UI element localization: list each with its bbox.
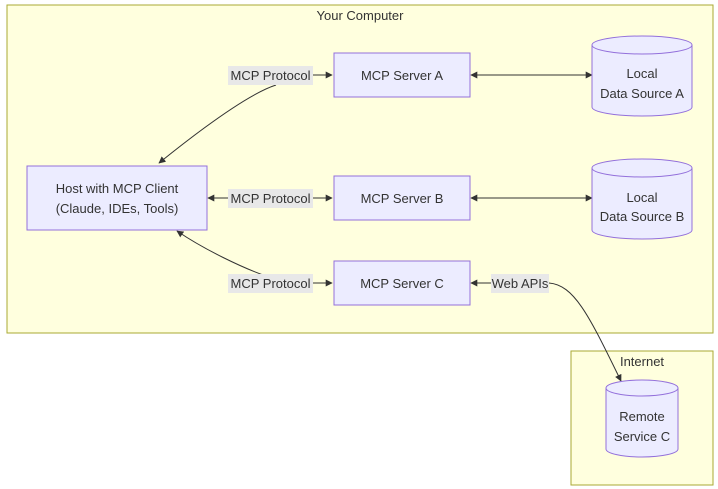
node-server-c[interactable]: MCP Server C: [333, 260, 471, 306]
node-source-a-line-1: Local: [626, 66, 657, 81]
your-computer-group-label: Your Computer: [317, 8, 405, 23]
edge-label-protocol-c: MCP Protocol: [228, 274, 313, 293]
node-source-a-line-2: Data Source A: [600, 86, 684, 101]
node-host-line-1: Host with MCP Client: [56, 181, 179, 196]
edge-web-apis-to-service-c: [548, 282, 622, 382]
node-server-b[interactable]: MCP Server B: [333, 175, 471, 221]
edge-label-protocol-b: MCP Protocol: [228, 189, 313, 208]
internet-group-label: Internet: [620, 354, 664, 369]
node-server-a-label: MCP Server A: [361, 68, 443, 83]
node-service-c[interactable]: Remote Service C: [605, 379, 679, 458]
node-source-a[interactable]: Local Data Source A: [591, 35, 693, 117]
node-source-b[interactable]: Local Data Source B: [591, 158, 693, 240]
edge-host-to-server-c: [176, 230, 267, 277]
edge-label-protocol-a: MCP Protocol: [228, 66, 313, 85]
edge-label-web-apis: Web APIs: [491, 274, 549, 293]
edge-label-protocol-c-text: MCP Protocol: [231, 276, 311, 291]
node-service-c-line-1: Remote: [619, 409, 665, 424]
node-source-b-line-1: Local: [626, 190, 657, 205]
node-source-b-line-2: Data Source B: [600, 209, 685, 224]
edge-host-to-server-a: [158, 84, 277, 164]
edge-label-protocol-b-text: MCP Protocol: [231, 191, 311, 206]
node-service-c-line-2: Service C: [614, 429, 670, 444]
internet-group: Internet: [570, 350, 714, 486]
edge-label-web-apis-text: Web APIs: [492, 276, 549, 291]
node-host-line-2: (Claude, IDEs, Tools): [56, 201, 179, 216]
node-server-c-label: MCP Server C: [360, 276, 444, 291]
node-host[interactable]: Host with MCP Client (Claude, IDEs, Tool…: [26, 165, 208, 231]
edges: [158, 71, 622, 382]
node-server-b-label: MCP Server B: [361, 191, 444, 206]
edge-label-protocol-a-text: MCP Protocol: [231, 68, 311, 83]
node-server-a[interactable]: MCP Server A: [333, 52, 471, 98]
